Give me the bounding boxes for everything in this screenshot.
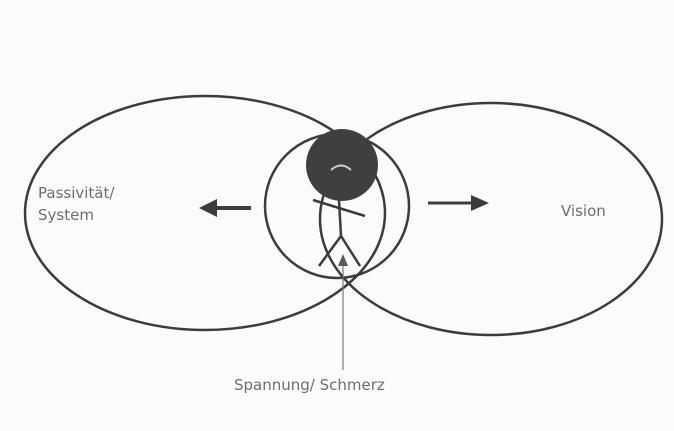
right-ellipse xyxy=(320,103,662,335)
left-arrow-icon xyxy=(199,199,251,217)
right-arrow-icon xyxy=(428,195,489,211)
figure-body xyxy=(339,200,341,236)
stick-figure xyxy=(306,129,378,266)
left-label-line1: Passivität/ xyxy=(38,182,114,204)
right-label: Vision xyxy=(561,200,606,222)
bottom-label: Spannung/ Schmerz xyxy=(234,374,385,396)
left-label-line2: System xyxy=(38,204,114,226)
left-label: Passivität/ System xyxy=(38,182,114,226)
